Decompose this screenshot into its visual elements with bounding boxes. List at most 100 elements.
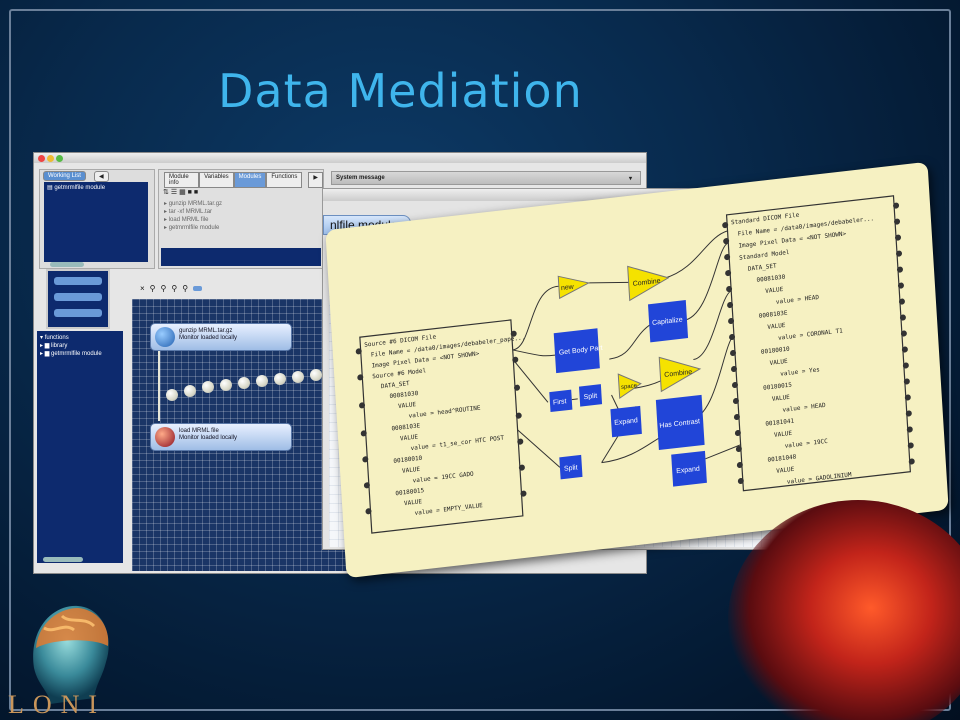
grid-icon[interactable]: ▦ (179, 189, 186, 196)
block-icon[interactable]: ■ (187, 189, 192, 196)
port-dot[interactable] (734, 429, 741, 437)
port-dot[interactable] (894, 218, 901, 225)
next-arrow-button[interactable]: ▶ (308, 172, 323, 188)
pin-icon[interactable]: ⚲ (149, 283, 156, 293)
port-dot[interactable] (732, 397, 739, 405)
zoom-window-icon[interactable] (56, 155, 63, 162)
port-dot[interactable] (359, 402, 366, 409)
toggle-icon[interactable] (193, 285, 203, 291)
triangle-new[interactable] (557, 273, 591, 300)
port-dot[interactable] (512, 356, 519, 363)
port-dot[interactable] (902, 362, 909, 369)
port-dot[interactable] (897, 266, 903, 273)
port-dot[interactable] (517, 438, 524, 445)
port-dot[interactable] (896, 250, 902, 257)
port-dot[interactable] (360, 430, 367, 437)
working-list-item[interactable]: getmrmlfile module (54, 185, 106, 191)
port-dot[interactable] (357, 374, 364, 381)
list-item[interactable]: ▸ tar -xf MRML.tar (164, 209, 213, 215)
port-dot[interactable] (737, 477, 744, 485)
port-dot[interactable] (898, 298, 905, 305)
horizontal-scrollbar[interactable] (50, 262, 84, 267)
port-dot[interactable] (901, 346, 908, 353)
triangle-combine-2[interactable] (658, 353, 702, 393)
port-dot[interactable] (363, 482, 370, 489)
port-dot[interactable] (725, 270, 732, 277)
triangle-label: new (561, 284, 575, 293)
connection-bead (202, 381, 214, 393)
box-split[interactable] (578, 384, 603, 407)
port-dot[interactable] (730, 350, 736, 357)
tree-item[interactable]: ▸ ▆ getmrmlfile module (40, 351, 102, 357)
port-dot[interactable] (520, 490, 527, 497)
pin-icon[interactable]: ⚲ (160, 283, 167, 293)
list-item[interactable]: ▸ gunzip MRML.tar.gz (164, 201, 223, 207)
port-dot[interactable] (515, 412, 522, 419)
field-line: value = CORONAL T1 (778, 327, 843, 341)
port-dot[interactable] (893, 202, 900, 209)
tree-item[interactable]: ▸ ▆ library (40, 343, 68, 349)
tree-item[interactable]: ▾ functions (40, 335, 69, 341)
block-icon[interactable]: ■ (193, 189, 199, 196)
port-dot[interactable] (897, 282, 904, 289)
triangle-space[interactable] (617, 372, 642, 400)
port-dot[interactable] (899, 314, 906, 321)
box-capitalize[interactable] (647, 300, 689, 343)
port-dot[interactable] (731, 365, 737, 373)
list-icon[interactable]: ☰ (170, 189, 178, 196)
port-dot[interactable] (906, 426, 913, 433)
port-dot[interactable] (904, 394, 911, 401)
dropdown-icon[interactable]: ▾ (628, 176, 632, 182)
port-dot[interactable] (518, 464, 525, 471)
workflow-thumbnail[interactable] (46, 269, 110, 329)
port-dot[interactable] (735, 445, 742, 453)
tab-modules[interactable]: Modules (233, 172, 267, 188)
box-first[interactable] (549, 389, 573, 413)
port-dot[interactable] (723, 238, 730, 245)
tab-variables[interactable]: Variables (199, 172, 234, 188)
port-dot[interactable] (905, 410, 912, 417)
box-split-2[interactable] (559, 454, 583, 480)
port-dot[interactable] (724, 254, 731, 261)
port-dot[interactable] (726, 286, 733, 293)
sort-icon[interactable]: ⇅ (163, 189, 169, 196)
box-expand-2[interactable] (671, 450, 707, 487)
port-dot[interactable] (907, 442, 914, 449)
close-window-icon[interactable] (38, 155, 45, 162)
tab-module-info[interactable]: Module info (164, 172, 200, 188)
port-dot[interactable] (908, 458, 915, 465)
pin-icon[interactable]: ⚲ (171, 283, 178, 293)
port-dot[interactable] (510, 330, 517, 337)
port-dot[interactable] (900, 330, 907, 337)
port-dot[interactable] (895, 234, 902, 241)
box-has-contrast[interactable] (655, 394, 705, 451)
box-get-body-part[interactable] (553, 328, 600, 374)
port-dot[interactable] (365, 508, 372, 515)
port-dot[interactable] (722, 222, 729, 229)
prev-arrow-button[interactable]: ◀ (94, 171, 109, 182)
port-dot[interactable] (727, 302, 734, 309)
horizontal-scrollbar[interactable] (43, 557, 83, 562)
minimize-window-icon[interactable] (47, 155, 54, 162)
globe-icon (155, 327, 175, 347)
port-dot[interactable] (731, 381, 738, 389)
working-list[interactable]: ▤ getmrmlfile module (44, 182, 148, 262)
port-dot[interactable] (729, 334, 736, 341)
tab-functions[interactable]: Functions (266, 172, 303, 188)
box-expand[interactable] (610, 405, 642, 438)
port-dot[interactable] (736, 461, 743, 469)
port-dot[interactable] (733, 413, 740, 421)
port-dot[interactable] (362, 456, 369, 463)
close-icon[interactable]: × (140, 283, 145, 293)
port-dot[interactable] (355, 348, 362, 355)
port-dot[interactable] (728, 318, 735, 325)
list-item[interactable]: ▸ getmrmlfile module (164, 225, 220, 231)
working-list-tab[interactable]: Working List (43, 171, 86, 181)
pin-icon[interactable]: ⚲ (182, 283, 189, 293)
module-node-load-mrml[interactable]: load MRML file Monitor loaded locally (150, 423, 292, 451)
list-item[interactable]: ▸ load MRML file (164, 217, 209, 223)
port-dot[interactable] (514, 384, 521, 391)
triangle-combine[interactable] (627, 262, 670, 302)
module-node-gunzip[interactable]: gunzip MRML.tar.gz Monitor loaded locall… (150, 323, 292, 351)
port-dot[interactable] (903, 378, 910, 385)
